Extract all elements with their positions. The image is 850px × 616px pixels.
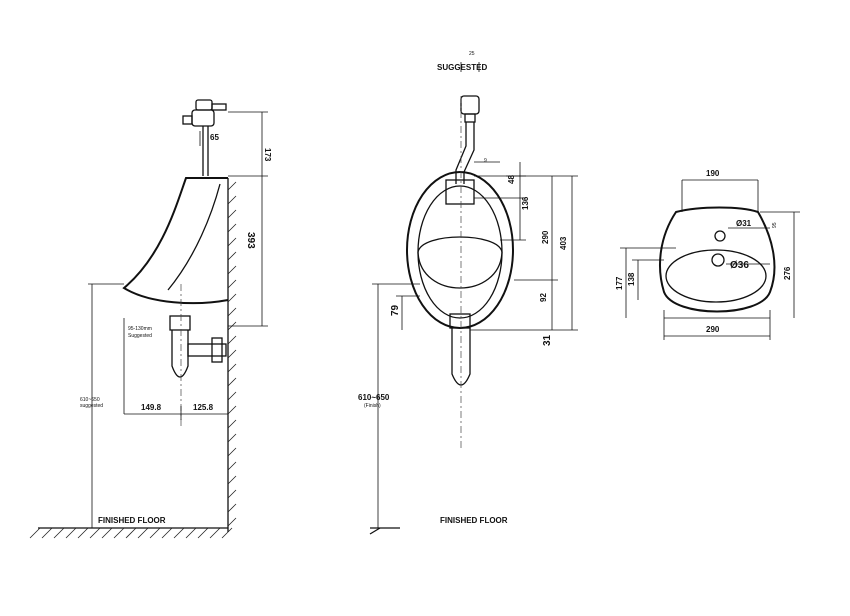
wall-hatching	[227, 181, 237, 527]
front-view: 25 SUGGESTED FINISHED FLOOR 9	[358, 51, 578, 535]
dim-138: 138	[627, 272, 636, 286]
dim-48: 48	[507, 175, 516, 184]
dim-95: 95	[772, 222, 778, 228]
dim-31: 31	[542, 334, 553, 346]
front-dimensions: 9 48 136 290 403 92 31 79 610~650 (Finis…	[358, 158, 578, 528]
front-top-dim: 25	[469, 51, 475, 57]
side-suggested-word: Suggested	[128, 333, 152, 339]
front-flush-valve	[455, 95, 480, 184]
front-floor-height-note: (Finish)	[364, 403, 381, 409]
dim-290: 290	[541, 230, 550, 244]
top-inlet-hole	[714, 230, 726, 242]
dim-d36: Ø36	[730, 260, 749, 271]
side-floor-height-note: suggested	[80, 403, 103, 409]
side-flush-valve	[182, 99, 227, 176]
side-bowl-inner	[167, 183, 221, 291]
dim-d31: Ø31	[736, 219, 752, 228]
dim-403: 403	[559, 236, 568, 250]
side-suggested-range: 95-130mm	[128, 326, 152, 332]
front-top-note: SUGGESTED	[437, 63, 487, 72]
dim-92: 92	[539, 293, 548, 302]
dim-65: 65	[210, 133, 219, 142]
front-finished-floor-label: FINISHED FLOOR	[440, 516, 508, 525]
top-view: 190 Ø31 Ø36 95 177 138 276 290	[615, 169, 800, 340]
side-bowl-outline	[122, 177, 229, 305]
side-dimensions: 173 65 393 610~650 suggested 95-130mm Su…	[80, 111, 272, 528]
dim-173: 173	[263, 148, 272, 162]
top-outlet-hole	[711, 253, 725, 267]
front-bowl-rim	[417, 185, 503, 319]
dim-9: 9	[484, 158, 487, 164]
dim-top-290: 290	[706, 325, 720, 334]
front-floor-height: 610~650	[358, 393, 390, 402]
side-floor-height: 610~650	[80, 397, 100, 403]
top-dimensions: 190 Ø31 Ø36 95 177 138 276 290	[615, 169, 800, 340]
top-bowl-outline	[659, 206, 776, 313]
front-trap	[449, 313, 471, 386]
dim-125-8: 125.8	[193, 403, 214, 412]
dim-136: 136	[521, 196, 530, 210]
dim-393: 393	[245, 232, 256, 249]
floor-hatching	[29, 527, 233, 539]
front-bowl-outline	[406, 171, 514, 329]
side-view: FINISHED FLOOR 173 65	[29, 99, 272, 539]
side-finished-floor-label: FINISHED FLOOR	[98, 516, 166, 525]
dim-149-8: 149.8	[141, 403, 162, 412]
dim-190: 190	[706, 169, 720, 178]
front-spreader	[445, 179, 475, 205]
side-trap	[169, 315, 227, 378]
front-bowl-basin	[417, 236, 503, 289]
dim-79: 79	[390, 304, 401, 316]
top-basin	[665, 249, 767, 303]
dim-276: 276	[783, 266, 792, 280]
dim-177: 177	[615, 276, 624, 290]
